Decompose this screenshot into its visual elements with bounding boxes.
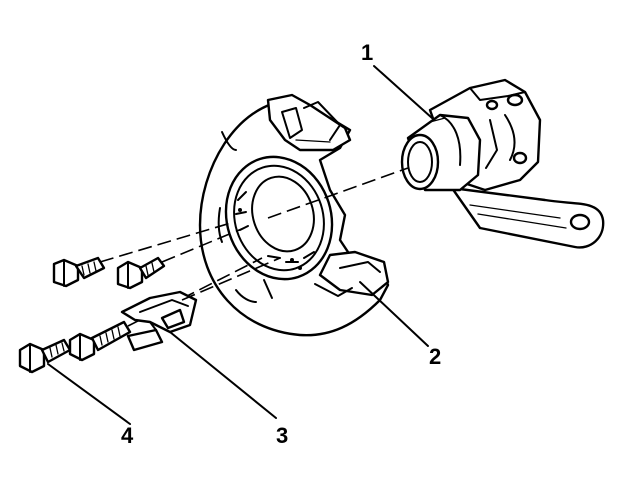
upper-bolt-right [116,227,245,290]
bracket-part-3 [120,257,281,352]
callout-1: 1 [361,40,374,65]
leader-line-3 [169,331,277,419]
splash-shield-part-2 [198,93,390,337]
lower-bolt-right-part-4 [68,257,263,362]
knuckle-part-1 [400,78,605,249]
lower-bolt-left-part-4 [18,338,72,374]
leader-line-1 [373,65,433,119]
callout-3: 3 [276,423,289,448]
leader-line-2 [359,281,429,347]
callout-2: 2 [429,344,442,369]
leader-line-4 [47,363,131,425]
upper-bolt-left [52,221,235,288]
callout-4: 4 [121,423,134,448]
alignment-line-center [267,167,409,219]
